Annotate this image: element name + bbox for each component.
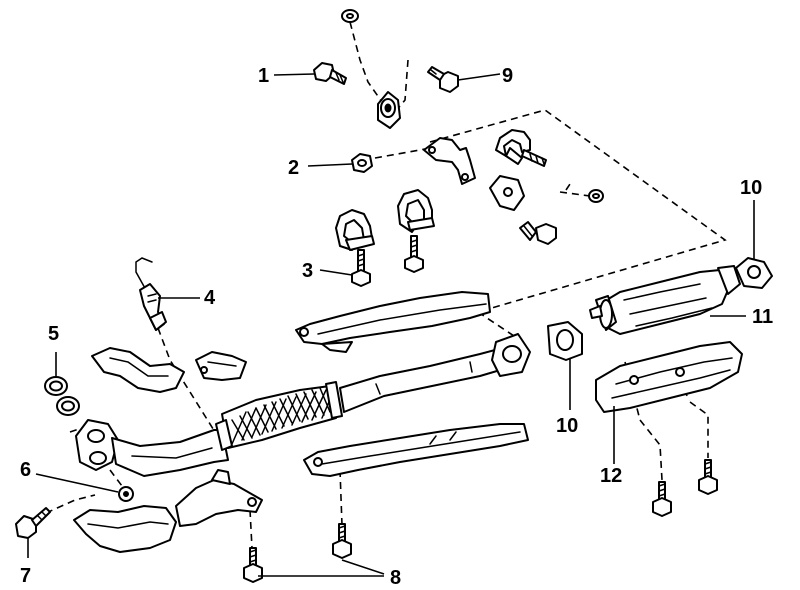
lower-front-heat-shield bbox=[73, 469, 263, 553]
callout-3: 3 bbox=[302, 260, 313, 282]
bolt-8-right bbox=[332, 523, 352, 559]
rear-heat-shield bbox=[595, 341, 743, 413]
callout-labels: 1 9 2 3 4 5 6 7 8 10 10 11 12 bbox=[20, 65, 773, 589]
callout-2: 2 bbox=[288, 157, 299, 179]
bolt-lower-right-2 bbox=[698, 459, 718, 495]
bolt-1 bbox=[313, 62, 347, 85]
bolt-3-left bbox=[351, 249, 371, 287]
callout-10-top: 10 bbox=[740, 177, 762, 199]
gasket-10-left bbox=[547, 321, 583, 361]
callout-5: 5 bbox=[48, 323, 59, 345]
top-washer bbox=[341, 9, 359, 23]
callout-4: 4 bbox=[204, 287, 216, 309]
callout-1: 1 bbox=[258, 65, 269, 87]
callout-12: 12 bbox=[600, 465, 622, 487]
small-heat-shield-right bbox=[195, 351, 247, 381]
callout-9: 9 bbox=[502, 65, 513, 87]
oxygen-sensor bbox=[135, 257, 167, 331]
middle-heat-shield-upper bbox=[295, 291, 491, 353]
callout-8: 8 bbox=[390, 567, 401, 589]
bolt-8-left bbox=[243, 547, 263, 583]
callout-leaders bbox=[27, 73, 755, 577]
callout-6: 6 bbox=[20, 459, 31, 481]
gasket-10-right bbox=[735, 257, 773, 289]
bolt-3-right bbox=[404, 235, 424, 273]
catalytic-converter bbox=[589, 265, 741, 335]
callout-7: 7 bbox=[20, 565, 31, 587]
nut-2 bbox=[351, 153, 373, 173]
gasket-rings bbox=[44, 376, 80, 416]
clamp-left bbox=[335, 209, 375, 251]
bolt-7 bbox=[15, 507, 51, 539]
clamp-bracket-lower bbox=[489, 175, 525, 211]
lower-middle-heat-shield bbox=[303, 423, 529, 477]
small-nut-right bbox=[588, 189, 604, 203]
front-exhaust-pipe bbox=[75, 333, 531, 477]
bolt-lower-right-1 bbox=[652, 481, 672, 517]
callout-10-bottom: 10 bbox=[556, 415, 578, 437]
clamp-right bbox=[397, 189, 435, 233]
bolt-bracket bbox=[519, 221, 557, 245]
callout-11: 11 bbox=[752, 306, 773, 328]
clamp-bracket-upper bbox=[495, 129, 547, 167]
flex-mesh-pattern bbox=[231, 387, 333, 445]
hanger-bracket bbox=[423, 137, 476, 185]
rubber-mount bbox=[377, 91, 401, 129]
small-heat-shield-left bbox=[91, 347, 185, 393]
bolt-9 bbox=[427, 66, 459, 93]
